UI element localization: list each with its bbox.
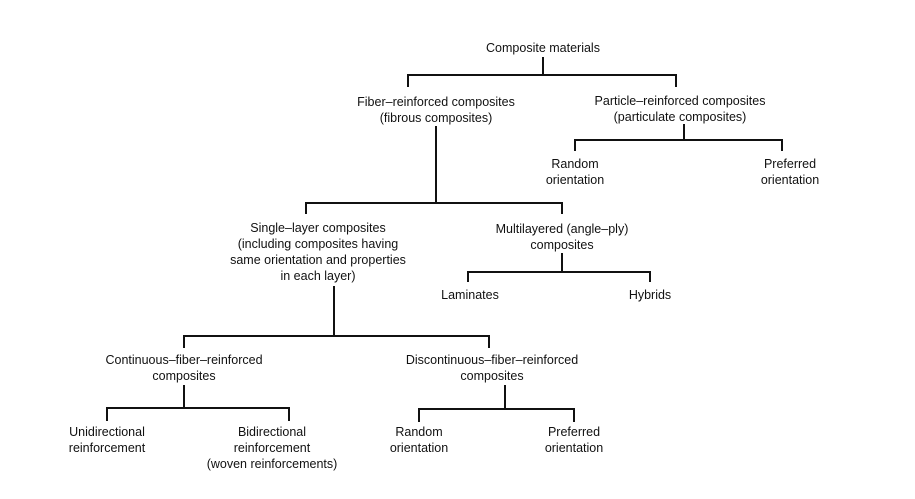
node-line: Composite materials (486, 41, 600, 55)
node-discontinuous-fiber: Discontinuous–fiber–reinforced composite… (406, 352, 578, 384)
node-discontinuous-preferred-orientation: Preferred orientation (545, 424, 603, 456)
node-line: Random (551, 157, 599, 171)
node-line: composites (460, 369, 524, 383)
node-particle-reinforced: Particle–reinforced composites (particul… (595, 93, 766, 125)
node-single-layer: Single–layer composites (including compo… (230, 220, 406, 284)
node-line: Fiber–reinforced composites (357, 95, 515, 109)
node-line: Discontinuous–fiber–reinforced (405, 353, 579, 367)
connector-root (407, 57, 677, 87)
node-line: orientation (545, 173, 605, 187)
node-particle-preferred-orientation: Preferred orientation (761, 156, 819, 188)
node-fiber-reinforced: Fiber–reinforced composites (fibrous com… (357, 94, 515, 126)
node-line: orientation (389, 441, 449, 455)
node-line: Multilayered (angle–ply) (495, 222, 629, 236)
node-line: composites (152, 369, 216, 383)
connector-multilayered (467, 253, 651, 282)
node-line: (particulate composites) (613, 110, 747, 124)
node-line: (fibrous composites) (379, 111, 493, 125)
node-continuous-fiber: Continuous–fiber–reinforced composites (105, 352, 262, 384)
connector-particle (574, 124, 783, 151)
node-discontinuous-random-orientation: Random orientation (390, 424, 448, 456)
node-line: orientation (760, 173, 820, 187)
node-laminates: Laminates (441, 287, 499, 303)
connector-continuous (106, 385, 290, 421)
connector-single-layer (183, 286, 490, 348)
node-line: reinforcement (68, 441, 146, 455)
node-line: Laminates (441, 288, 499, 302)
node-line: same orientation and properties (230, 253, 406, 267)
node-line: orientation (544, 441, 604, 455)
connector-discontinuous (418, 385, 575, 422)
node-bidirectional: Bidirectional reinforcement (woven reinf… (207, 424, 338, 472)
node-line: Continuous–fiber–reinforced (105, 353, 263, 367)
node-line: Particle–reinforced composites (594, 94, 766, 108)
node-multilayered: Multilayered (angle–ply) composites (496, 221, 629, 253)
node-particle-random-orientation: Random orientation (546, 156, 604, 188)
node-line: in each layer) (280, 269, 356, 283)
node-line: Bidirectional (237, 425, 307, 439)
node-line: Preferred (547, 425, 601, 439)
node-line: Preferred (763, 157, 817, 171)
node-line: Single–layer composites (250, 221, 386, 235)
node-line: reinforcement (233, 441, 311, 455)
node-composite-materials: Composite materials (486, 40, 600, 56)
node-line: Random (395, 425, 443, 439)
node-hybrids: Hybrids (629, 287, 671, 303)
node-line: (including composites having (237, 237, 399, 251)
node-line: (woven reinforcements) (206, 457, 338, 471)
connector-fiber (305, 126, 563, 214)
node-unidirectional: Unidirectional reinforcement (69, 424, 145, 456)
node-line: Hybrids (628, 288, 672, 302)
node-line: composites (530, 238, 594, 252)
node-line: Unidirectional (69, 425, 145, 439)
